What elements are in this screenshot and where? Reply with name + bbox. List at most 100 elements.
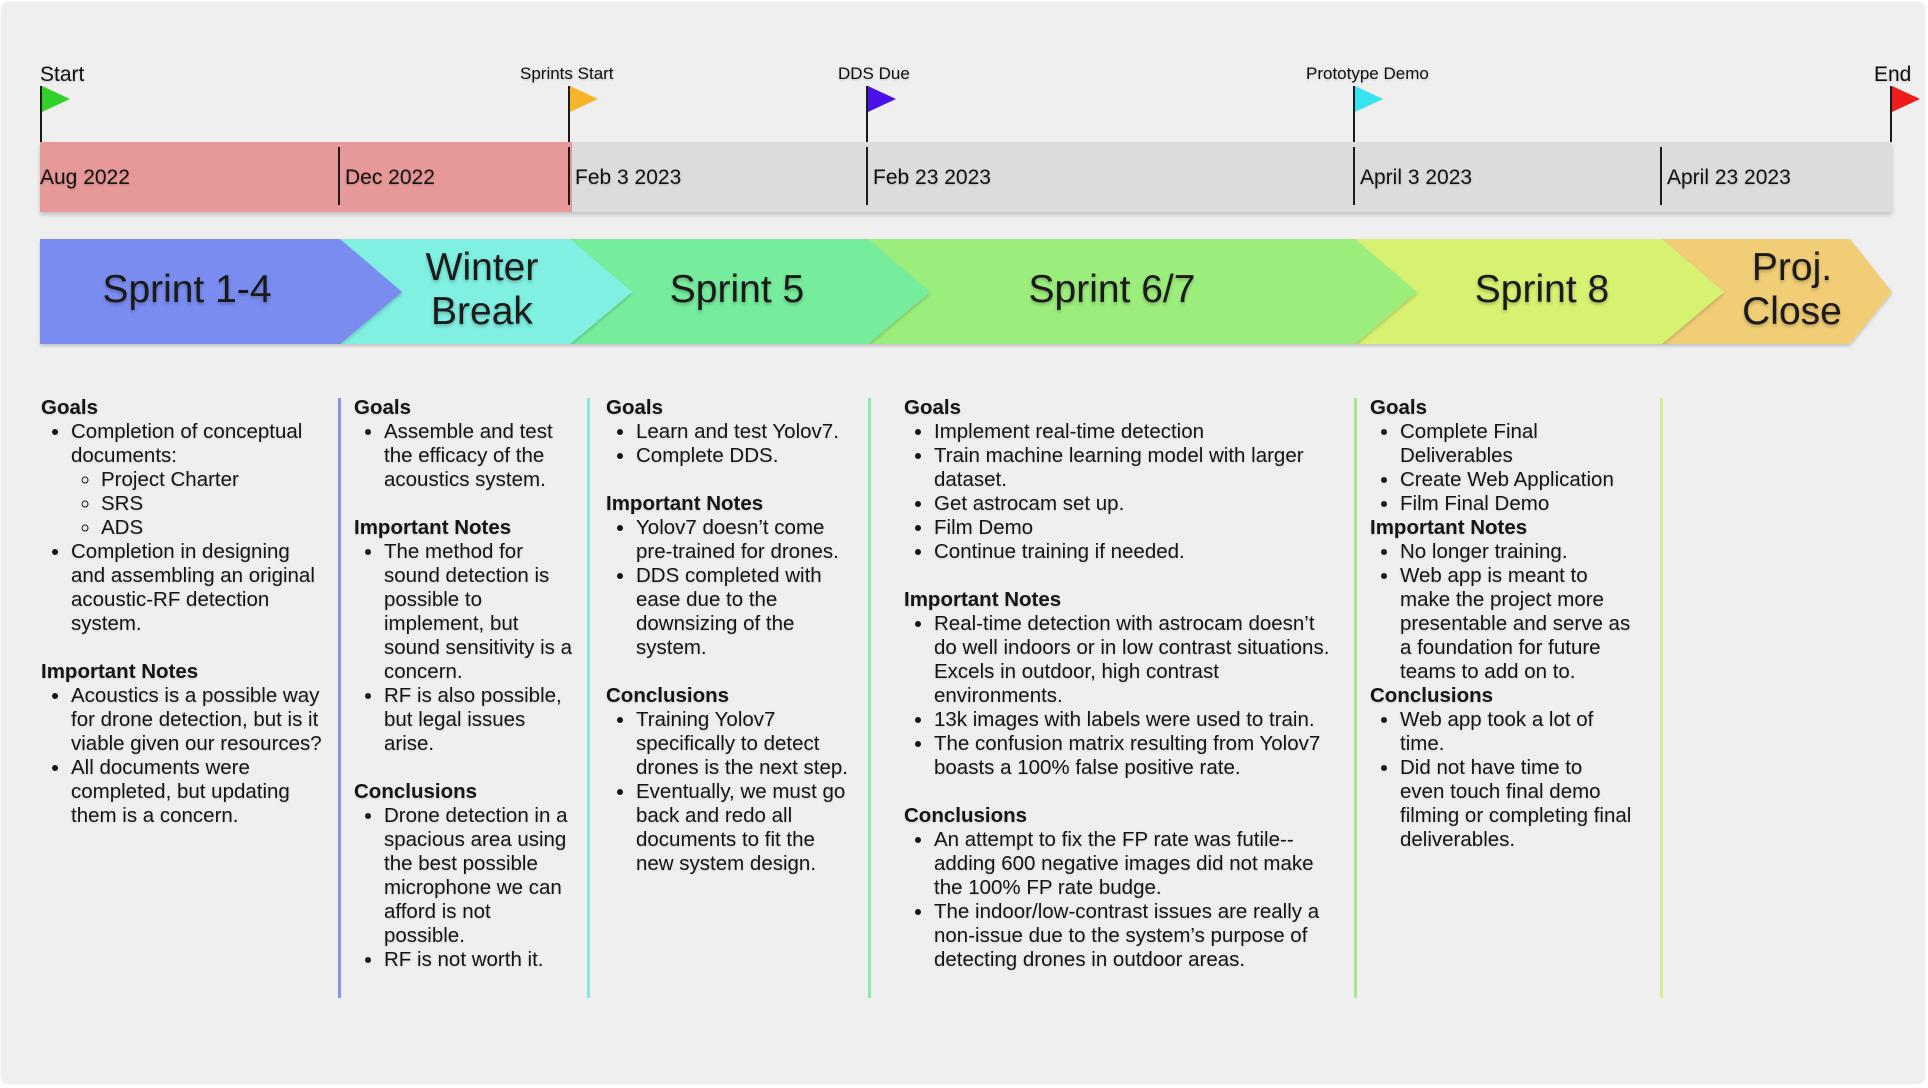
goals-heading: Goals	[1370, 396, 1427, 419]
date-label: Feb 3 2023	[575, 166, 682, 189]
date-label: April 23 2023	[1667, 166, 1791, 189]
important-notes-heading: Important Notes	[41, 660, 199, 683]
sprint-1-4-details: Goals Completion of conceptual documents…	[41, 396, 327, 828]
list-item: 13k images with labels were used to trai…	[934, 708, 1342, 732]
list-item: Web app is meant to make the project mor…	[1400, 564, 1632, 684]
list-item: Did not have time to even touch final de…	[1400, 756, 1632, 852]
milestone-label: End	[1874, 63, 1912, 86]
list-item: DDS completed with ease due to the downs…	[636, 564, 856, 660]
list-item: Create Web Application	[1400, 468, 1632, 492]
phase-shape-proj-close	[1662, 239, 1892, 344]
column-divider	[868, 398, 871, 998]
flag-shape	[868, 86, 896, 112]
date-label: Dec 2022	[345, 166, 435, 189]
list-item: No longer training.	[1400, 540, 1632, 564]
phase-label-sprint-5: Sprint 5	[669, 268, 805, 311]
notes-list: Acoustics is a possible way for drone de…	[41, 684, 327, 828]
milestone-label: Prototype Demo	[1306, 64, 1429, 83]
flag-shape	[1355, 86, 1383, 112]
phase-label-sprint-8: Sprint 8	[1474, 268, 1610, 311]
conclusions-heading: Conclusions	[1370, 684, 1494, 707]
list-item: Eventually, we must go back and redo all…	[636, 780, 856, 876]
notes-list: Yolov7 doesn’t come pre-trained for dron…	[606, 516, 856, 660]
list-item: Yolov7 doesn’t come pre-trained for dron…	[636, 516, 856, 564]
list-item: RF is also possible, but legal issues ar…	[384, 684, 576, 756]
list-item: Web app took a lot of time.	[1400, 708, 1632, 756]
goals-list: Completion of conceptual documents: Proj…	[41, 420, 327, 636]
milestone-label: DDS Due	[838, 64, 910, 83]
list-item: Complete Final Deliverables	[1400, 420, 1632, 468]
list-item: Assemble and test the efficacy of the ac…	[384, 420, 576, 492]
completed-period	[40, 142, 572, 212]
list-item: Training Yolov7 specifically to detect d…	[636, 708, 856, 780]
list-item: Get astrocam set up.	[934, 492, 1342, 516]
column-divider	[1660, 398, 1663, 998]
list-item: Implement real-time detection	[934, 420, 1342, 444]
list-item: Project Charter	[101, 468, 327, 492]
date-label: April 3 2023	[1360, 166, 1473, 189]
list-item: Continue training if needed.	[934, 540, 1342, 564]
conclusions-list: Training Yolov7 specifically to detect d…	[606, 708, 856, 876]
phase-shape-sprint-6-7	[868, 239, 1417, 344]
list-item: Completion of conceptual documents:	[71, 420, 327, 468]
winter-break-details: Goals Assemble and test the efficacy of …	[354, 396, 576, 972]
goals-list: Implement real-time detection Train mach…	[904, 420, 1342, 564]
list-item: An attempt to fix the FP rate was futile…	[934, 828, 1342, 900]
sprint-5-details: Goals Learn and test Yolov7. Complete DD…	[606, 396, 856, 876]
date-label: Feb 23 2023	[873, 166, 991, 189]
phase-shape-winter-break	[340, 239, 632, 344]
list-item: Learn and test Yolov7.	[636, 420, 856, 444]
list-item: The confusion matrix resulting from Yolo…	[934, 732, 1342, 780]
flag-shape	[570, 86, 598, 112]
list-item: ADS	[101, 516, 327, 540]
dds-due-flag-icon	[868, 86, 896, 112]
start-flag-icon	[42, 86, 70, 112]
list-item: Film Demo	[934, 516, 1342, 540]
conclusions-heading: Conclusions	[606, 684, 730, 707]
important-notes-heading: Important Notes	[904, 588, 1062, 611]
notes-list: No longer training. Web app is meant to …	[1370, 540, 1632, 684]
column-divider	[338, 398, 341, 998]
sprints-start-flag-icon	[570, 86, 598, 112]
conclusions-heading: Conclusions	[904, 804, 1028, 827]
prototype-demo-flag-icon	[1355, 86, 1383, 112]
sprint-chevrons	[40, 239, 1892, 344]
list-item: SRS	[101, 492, 327, 516]
important-notes-heading: Important Notes	[354, 516, 512, 539]
list-item: The indoor/low-contrast issues are reall…	[934, 900, 1342, 972]
notes-list: Real-time detection with astrocam doesn’…	[904, 612, 1342, 780]
list-item: RF is not worth it.	[384, 948, 576, 972]
flag-shape	[1892, 86, 1920, 112]
goals-list: Complete Final Deliverables Create Web A…	[1370, 420, 1632, 516]
list-item: Train machine learning model with larger…	[934, 444, 1342, 492]
list-item: Real-time detection with astrocam doesn’…	[934, 612, 1342, 708]
sprint-6-7-details: Goals Implement real-time detection Trai…	[904, 396, 1342, 972]
date-band: Aug 2022 Dec 2022 Feb 3 2023 Feb 23 2023…	[40, 142, 1892, 212]
list-item: Drone detection in a spacious area using…	[384, 804, 576, 948]
goals-heading: Goals	[41, 396, 98, 419]
notes-list: The method for sound detection is possib…	[354, 540, 576, 756]
list-item: Film Final Demo	[1400, 492, 1632, 516]
goals-list: Learn and test Yolov7. Complete DDS.	[606, 420, 856, 468]
phase-label-winter-break: Winter Break	[425, 246, 539, 333]
milestone-label: Start	[40, 63, 85, 86]
list-item: The method for sound detection is possib…	[384, 540, 576, 684]
milestone-label: Sprints Start	[520, 64, 614, 83]
phase-shape-sprint-8	[1355, 239, 1724, 344]
important-notes-heading: Important Notes	[606, 492, 764, 515]
flag-shape	[42, 86, 70, 112]
conclusions-list: Web app took a lot of time. Did not have…	[1370, 708, 1632, 852]
goals-heading: Goals	[606, 396, 663, 419]
list-item: Complete DDS.	[636, 444, 856, 468]
phase-shape-sprint-1-4	[40, 239, 402, 344]
phase-shape-sprint-5	[570, 239, 930, 344]
phase-label-sprint-6-7: Sprint 6/7	[1028, 268, 1196, 311]
conclusions-heading: Conclusions	[354, 780, 478, 803]
phase-label-sprint-1-4: Sprint 1-4	[102, 268, 272, 311]
goals-heading: Goals	[354, 396, 411, 419]
conclusions-list: An attempt to fix the FP rate was futile…	[904, 828, 1342, 972]
column-divider	[1354, 398, 1357, 998]
conclusions-list: Drone detection in a spacious area using…	[354, 804, 576, 972]
sprint-8-details: Goals Complete Final Deliverables Create…	[1370, 396, 1632, 852]
